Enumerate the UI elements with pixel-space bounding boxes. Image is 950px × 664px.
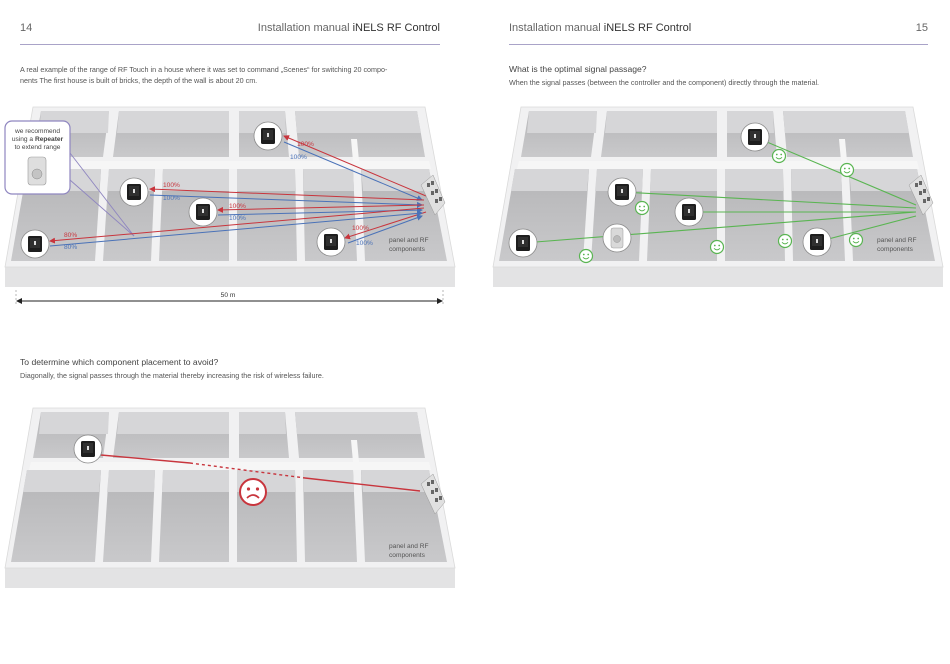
- range-diagram: 100% 100% 100% 100% 100% 100% 100% 100% …: [4, 106, 456, 306]
- right-heading: What is the optimal signal passage?: [509, 64, 647, 74]
- sad-face-icon: [239, 478, 267, 506]
- touch-panel-icon: [119, 177, 149, 207]
- repeater-callout: we recommend using a Repeater to extend …: [4, 120, 71, 195]
- right-page-title: Installation manual iNELS RF Control: [509, 22, 692, 34]
- svg-text:using a Repeater: using a Repeater: [12, 136, 64, 143]
- panel-label: panel and RF: [877, 237, 917, 244]
- smiley-icon: [634, 200, 650, 216]
- smiley-icon: [777, 233, 793, 249]
- repeater-icon: [27, 156, 47, 186]
- distance-indicator: 50 m: [15, 290, 444, 306]
- right-page-number: 15: [915, 22, 928, 34]
- smiley-icon: [578, 248, 594, 264]
- diagonal-signal-line: [100, 454, 421, 492]
- touch-panel-icon: [73, 434, 103, 464]
- avoid-heading: To determine which component placement t…: [20, 357, 219, 367]
- signal-lines: [49, 135, 427, 247]
- percent-label: 100%: [229, 215, 246, 222]
- avoid-placement-diagram: panel and RF components: [4, 407, 456, 589]
- panel-label: components: [389, 246, 426, 253]
- touch-panel-icon: [508, 228, 538, 258]
- percent-label: 100%: [297, 141, 314, 148]
- repeater-icon: [602, 223, 632, 253]
- optimal-signal-diagram: panel and RF components: [492, 106, 944, 288]
- percent-label: 100%: [290, 154, 307, 161]
- touch-panel-icon: [674, 197, 704, 227]
- house-floorplan: [4, 106, 456, 288]
- touch-panel-icon: [253, 121, 283, 151]
- smiley-icon: [709, 239, 725, 255]
- svg-text:to extend range: to extend range: [15, 144, 61, 151]
- right-page-header: Installation manual iNELS RF Control 15: [509, 22, 928, 45]
- touch-panel-icon: [188, 197, 218, 227]
- distance-label: 50 m: [221, 292, 236, 299]
- percent-label: 100%: [163, 182, 180, 189]
- green-signal-lines: [522, 136, 917, 244]
- percent-label: 100%: [163, 195, 180, 202]
- callout-connector: [69, 179, 135, 237]
- panel-label: components: [877, 246, 914, 253]
- avoid-text: Diagonally, the signal passes through th…: [20, 371, 324, 380]
- percent-label: 100%: [229, 203, 246, 210]
- percent-label: 80%: [64, 232, 77, 239]
- smiley-icon: [771, 148, 787, 164]
- smiley-icon: [839, 162, 855, 178]
- svg-text:we recommend: we recommend: [14, 128, 60, 135]
- panel-label: panel and RF: [389, 543, 429, 550]
- percent-label: 80%: [64, 244, 77, 251]
- percent-label: 100%: [356, 240, 373, 247]
- callout-connector: [69, 152, 135, 237]
- left-intro-text: A real example of the range of RF Touch …: [20, 65, 388, 85]
- smiley-icon: [848, 232, 864, 248]
- house-floorplan: [4, 407, 456, 589]
- right-text: When the signal passes (between the cont…: [509, 78, 820, 87]
- touch-panel-icon: [20, 229, 50, 259]
- touch-panel-icon: [607, 177, 637, 207]
- left-page-title: Installation manual iNELS RF Control: [257, 22, 440, 34]
- percent-label: 100%: [352, 225, 369, 232]
- touch-panel-icon: [802, 227, 832, 257]
- signal-percent-labels: 100% 100% 100% 100% 100% 100% 100% 100% …: [64, 141, 373, 251]
- panel-label: components: [389, 552, 426, 559]
- touch-panel-icon: [740, 122, 770, 152]
- left-page-number: 14: [20, 22, 33, 34]
- touch-panel-icon: [316, 227, 346, 257]
- panel-label: panel and RF: [389, 237, 429, 244]
- left-page-header: 14 Installation manual iNELS RF Control: [20, 22, 440, 45]
